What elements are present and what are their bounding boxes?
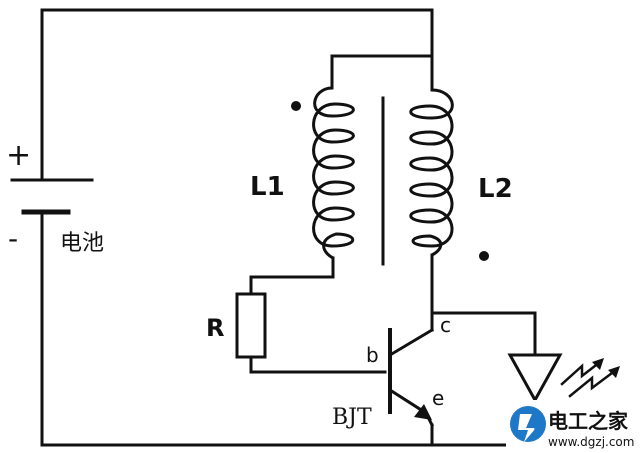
base-label: b [366, 343, 379, 367]
resistor-symbol [235, 292, 267, 359]
watermark-logo-icon [510, 406, 546, 442]
coil-l1-polarity-dot [291, 101, 301, 111]
resistor-to-base-wire [249, 355, 387, 374]
collector-to-led-wire [430, 311, 537, 357]
wires [40, 8, 537, 447]
emitter-arrow-icon [414, 404, 432, 420]
battery-plus-label: + [6, 138, 31, 173]
left-wire-lower [40, 210, 434, 447]
coil-l1 [312, 86, 355, 260]
l1-bottom-lead [249, 256, 335, 296]
emitter-label: e [432, 386, 444, 410]
resistor-label: R [206, 314, 224, 342]
collector-label: c [440, 313, 451, 337]
led-symbol [507, 353, 563, 404]
transistor-symbol [387, 327, 435, 428]
watermark-brand: 电工之家 [548, 409, 629, 433]
top-wire [40, 8, 434, 58]
coil-l2-label: L2 [478, 174, 513, 204]
led-light-rays-icon [560, 358, 620, 398]
watermark-logo-letter: h [533, 416, 544, 435]
battery-symbol [10, 178, 94, 215]
watermark-url: www.dgzj.com [548, 435, 634, 449]
battery-label: 电池 [60, 231, 104, 256]
coil-l2 [409, 88, 454, 257]
coil-top-bar [330, 54, 434, 92]
watermark: h 电工之家 www.dgzj.com [506, 400, 640, 453]
coil-l2-polarity-dot [479, 251, 489, 261]
battery-minus-label: - [8, 222, 18, 255]
transistor-label: BJT [332, 405, 372, 430]
coil-l1-label: L1 [250, 172, 285, 202]
